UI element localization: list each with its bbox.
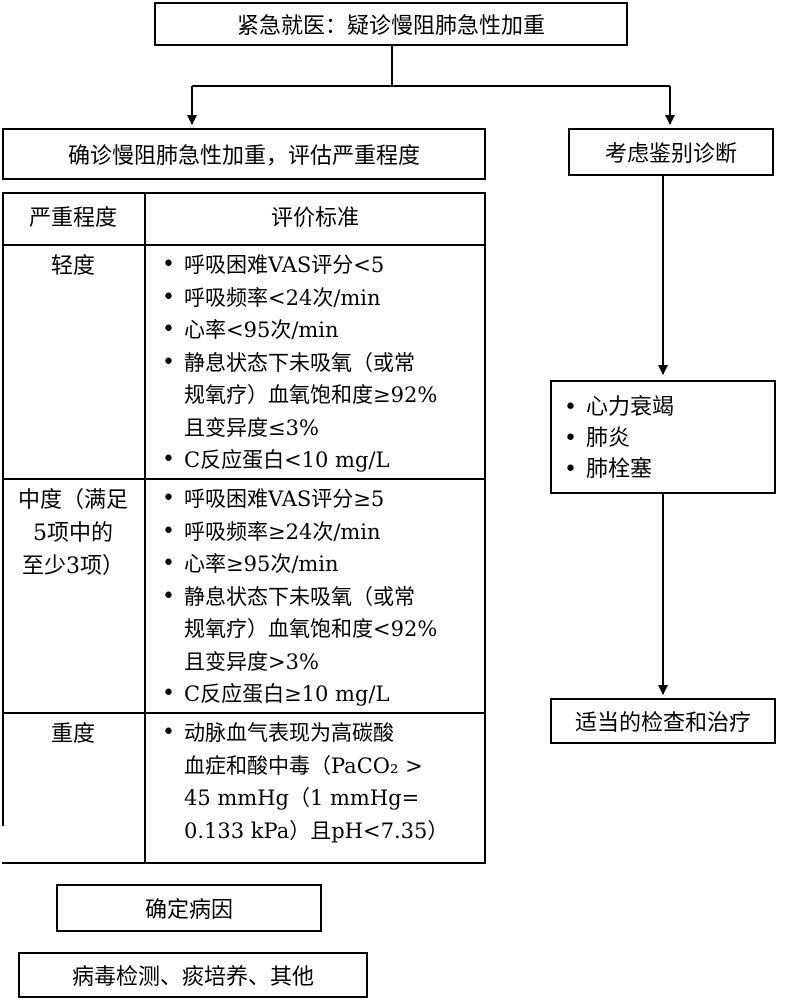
determine-cause-box: 确定病因 [56, 884, 322, 932]
criterion-item: 呼吸频率<24次/min [162, 282, 484, 315]
differential-item: 肺栓塞 [564, 454, 774, 485]
tests-box: 病毒检测、痰培养、其他 [18, 952, 368, 998]
tests-label: 病毒检测、痰培养、其他 [71, 965, 314, 990]
table-row-moderate: 中度（满足 5项中的 至少3项） 呼吸困难VAS评分≥5 呼吸频率≥24次/mi… [2, 480, 484, 714]
criterion-item: 静息状态下未吸氧（或常 规氧疗）血氧饱和度<92% 且变异度>3% [162, 581, 484, 679]
differential-diagnosis-box: 考虑鉴别诊断 [568, 128, 774, 176]
severity-table: 严重程度 评价标准 轻度 呼吸困难VAS评分<5 呼吸频率<24次/min 心率… [2, 192, 486, 864]
table-row-mild: 轻度 呼吸困难VAS评分<5 呼吸频率<24次/min 心率<95次/min 静… [2, 246, 484, 480]
treatment-box: 适当的检查和治疗 [550, 698, 776, 744]
differential-list-box: 心力衰竭 肺炎 肺栓塞 [550, 380, 776, 494]
severity-level-severe: 重度 [2, 714, 146, 862]
treatment-label: 适当的检查和治疗 [574, 711, 751, 736]
criterion-item: C反应蛋白<10 mg/L [162, 444, 484, 477]
table-left-border [2, 194, 4, 826]
criteria-cell-moderate: 呼吸困难VAS评分≥5 呼吸频率≥24次/min 心率≥95次/min 静息状态… [146, 480, 484, 712]
differential-diagnosis-label: 考虑鉴别诊断 [604, 142, 737, 167]
confirm-severity-label: 确诊慢阻肺急性加重，评估严重程度 [67, 144, 420, 169]
severity-level-text: 轻度 [50, 254, 95, 279]
differential-item: 肺炎 [564, 423, 774, 454]
criterion-item: 呼吸困难VAS评分≥5 [162, 483, 484, 516]
criterion-item: 心率≥95次/min [162, 548, 484, 581]
criterion-item: C反应蛋白≥10 mg/L [162, 678, 484, 711]
suspected-aecopd-box: 紧急就医：疑诊慢阻肺急性加重 [154, 2, 628, 46]
criterion-item: 呼吸困难VAS评分<5 [162, 249, 484, 282]
criteria-cell-mild: 呼吸困难VAS评分<5 呼吸频率<24次/min 心率<95次/min 静息状态… [146, 246, 484, 478]
criterion-item: 动脉血气表现为高碳酸 血症和酸中毒（PaCO₂ > 45 mmHg（1 mmHg… [162, 717, 484, 847]
determine-cause-label: 确定病因 [144, 898, 233, 923]
criterion-item: 呼吸频率≥24次/min [162, 516, 484, 549]
header-criteria: 评价标准 [270, 206, 359, 231]
header-severity: 严重程度 [2, 194, 146, 244]
table-header-row: 严重程度 评价标准 [2, 194, 484, 246]
criterion-item: 心率<95次/min [162, 314, 484, 347]
severity-level-mild: 轻度 [2, 246, 146, 478]
differential-item: 心力衰竭 [564, 392, 774, 423]
criteria-cell-severe: 动脉血气表现为高碳酸 血症和酸中毒（PaCO₂ > 45 mmHg（1 mmHg… [146, 714, 484, 862]
severity-level-moderate: 中度（满足 5项中的 至少3项） [2, 480, 146, 712]
table-row-severe: 重度 动脉血气表现为高碳酸 血症和酸中毒（PaCO₂ > 45 mmHg（1 m… [2, 714, 484, 864]
differential-list: 心力衰竭 肺炎 肺栓塞 [552, 382, 774, 485]
criterion-item: 静息状态下未吸氧（或常 规氧疗）血氧饱和度≥92% 且变异度≤3% [162, 347, 484, 445]
suspected-aecopd-label: 紧急就医：疑诊慢阻肺急性加重 [236, 14, 545, 39]
confirm-severity-box: 确诊慢阻肺急性加重，评估严重程度 [2, 128, 486, 180]
